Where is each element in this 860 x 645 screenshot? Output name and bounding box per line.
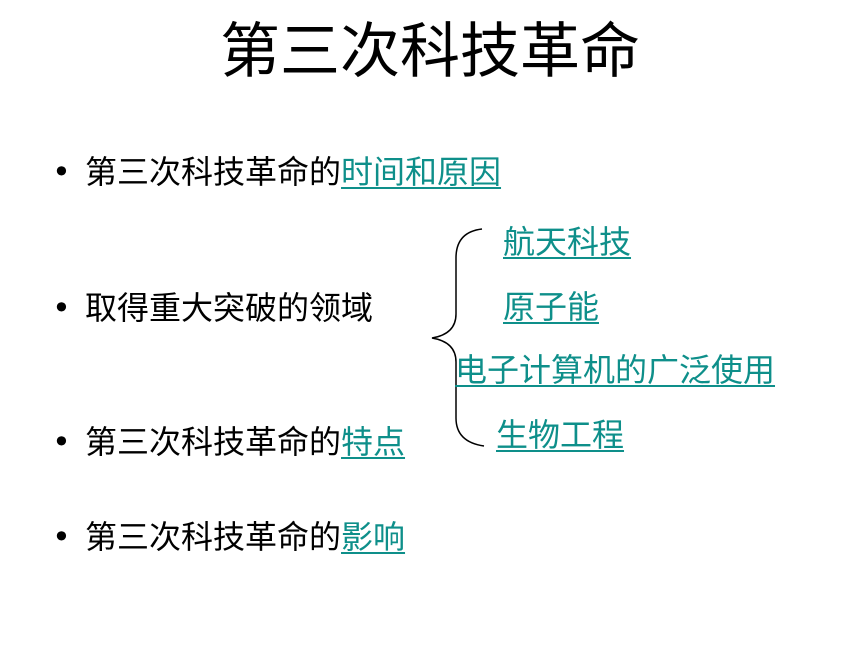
bullet-marker: •	[52, 289, 71, 327]
bullet-text: 第三次科技革命的	[85, 423, 342, 461]
bullet-characteristics: • 第三次科技革命的特点	[52, 420, 405, 464]
bullet-breakthrough-fields: • 取得重大突破的领域	[52, 286, 373, 330]
slide-title: 第三次科技革命	[220, 17, 640, 87]
link-impact[interactable]: 影响	[341, 518, 406, 556]
bullet-marker: •	[52, 423, 71, 461]
bullet-text: 第三次科技革命的	[85, 518, 342, 556]
link-aerospace[interactable]: 航天科技	[503, 223, 632, 261]
bullet-time-cause: • 第三次科技革命的时间和原因	[52, 150, 501, 194]
bullet-marker: •	[52, 153, 71, 191]
link-time-and-cause[interactable]: 时间和原因	[341, 153, 502, 191]
link-atomic-energy[interactable]: 原子能	[503, 288, 600, 326]
bullet-text: 第三次科技革命的	[85, 153, 342, 191]
link-bioengineering[interactable]: 生物工程	[496, 416, 625, 454]
bullet-impact: • 第三次科技革命的影响	[52, 515, 405, 559]
bullet-marker: •	[52, 518, 71, 556]
link-computer-use[interactable]: 电子计算机的广泛使用	[455, 351, 776, 389]
bullet-text: 取得重大突破的领域	[85, 289, 374, 327]
link-characteristics[interactable]: 特点	[341, 423, 406, 461]
